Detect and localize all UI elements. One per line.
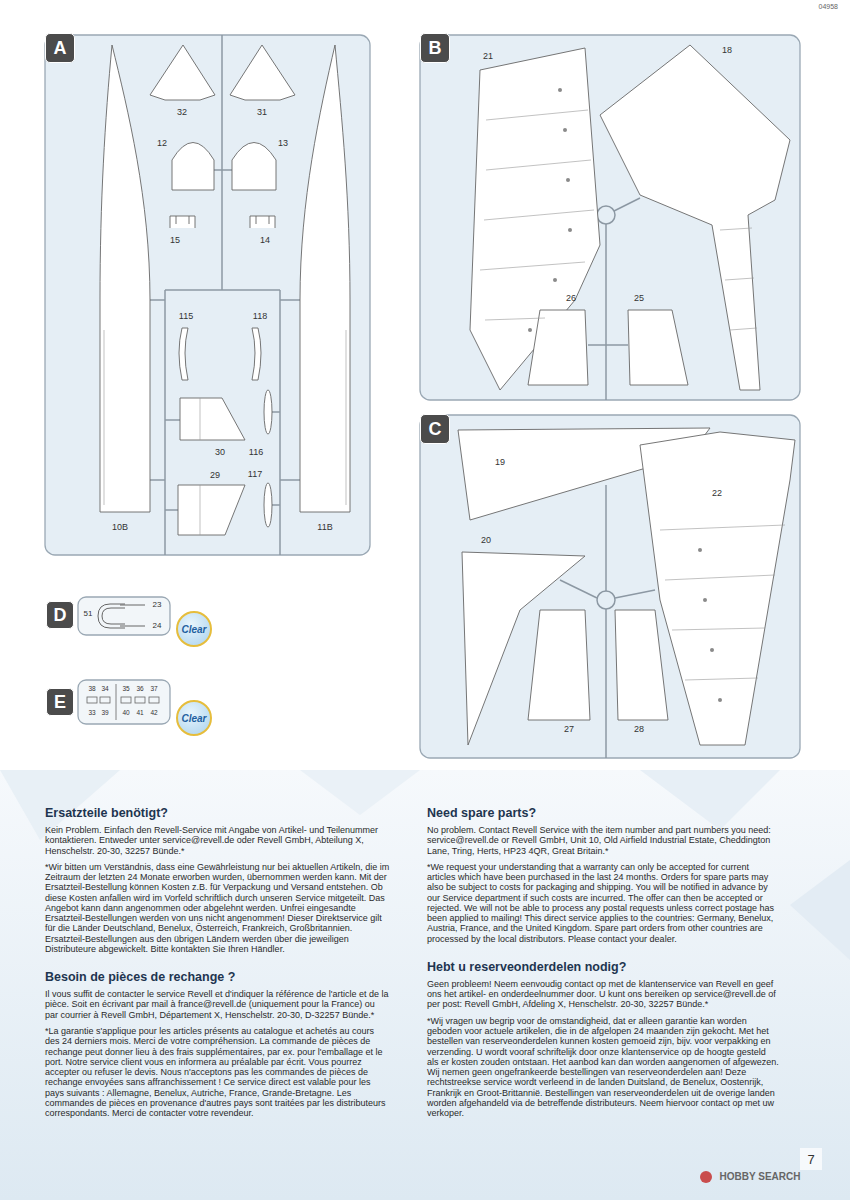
part-number: 34 — [101, 686, 108, 693]
clear-parts-badge: Clear — [176, 700, 212, 736]
part-number: 41 — [136, 710, 143, 717]
part-number: 18 — [722, 46, 732, 55]
body-text: Geen probleem! Neem eenvoudig contact op… — [427, 979, 779, 1010]
sprue-letter: E — [54, 692, 66, 713]
footnote-text: *Wir bitten um Verständnis, dass eine Ge… — [45, 862, 390, 954]
sprue-letter: A — [54, 38, 67, 59]
part-number: 31 — [257, 108, 267, 117]
sprue-letter-badge: B — [420, 33, 450, 63]
page-number: 7 — [807, 1153, 814, 1166]
section-heading: Besoin de pièces de rechange ? — [45, 970, 390, 985]
sprue-letter-badge: C — [420, 414, 450, 444]
part-number: 11B — [317, 523, 332, 532]
clear-parts-badge: Clear — [176, 611, 212, 647]
footnote-text: *La garantie s'applique pour les article… — [45, 1026, 390, 1118]
sprue-letter: C — [429, 419, 442, 440]
part-number: 20 — [481, 536, 491, 545]
part-number: 32 — [177, 108, 187, 117]
part-number: 21 — [483, 52, 493, 61]
part-number: 28 — [634, 725, 644, 734]
part-number: 37 — [150, 686, 157, 693]
part-number: 13 — [278, 139, 288, 148]
watermark: HOBBY SEARCH — [720, 1172, 801, 1182]
part-number: 10B — [112, 523, 128, 532]
part-number: 116 — [249, 448, 263, 457]
body-text: Kein Problem. Einfach den Revell-Service… — [45, 825, 390, 856]
body-text: No problem. Contact Revell Service with … — [427, 825, 779, 856]
part-number: 19 — [495, 458, 505, 467]
sprue-letter-badge: D — [46, 601, 74, 629]
sprue-letter: D — [54, 605, 67, 626]
sprue-letter-badge: A — [45, 33, 75, 63]
part-number: 51 — [84, 610, 93, 618]
part-number: 14 — [260, 236, 270, 245]
section-heading: Hebt u reserveonderdelen nodig? — [427, 960, 779, 975]
part-number: 25 — [634, 294, 644, 303]
part-number: 42 — [150, 710, 157, 717]
body-text: Il vous suffit de contacter le service R… — [45, 989, 390, 1020]
page-code: 04958 — [819, 3, 838, 10]
part-number: 40 — [122, 710, 129, 717]
part-number: 39 — [101, 710, 108, 717]
part-number: 118 — [253, 312, 267, 321]
part-number: 117 — [248, 470, 262, 479]
part-number: 15 — [170, 236, 180, 245]
clear-label: Clear — [181, 624, 206, 635]
part-number: 30 — [215, 448, 225, 457]
part-number: 115 — [179, 312, 193, 321]
part-number: 29 — [210, 471, 220, 480]
part-number: 23 — [153, 601, 162, 609]
section-heading: Need spare parts? — [427, 806, 779, 821]
part-number: 26 — [566, 294, 576, 303]
part-number: 12 — [157, 139, 167, 148]
footnote-text: *We request your understanding that a wa… — [427, 862, 779, 944]
part-number: 27 — [564, 725, 574, 734]
part-number: 35 — [122, 686, 129, 693]
sprue-letter-badge: E — [46, 688, 74, 716]
footnote-text: *Wij vragen uw begrip voor de omstandigh… — [427, 1016, 779, 1119]
sprue-letter: B — [429, 38, 442, 59]
part-number: 24 — [153, 622, 162, 630]
clear-label: Clear — [181, 713, 206, 724]
part-number: 38 — [88, 686, 95, 693]
part-number: 33 — [88, 710, 95, 717]
part-number: 22 — [712, 489, 722, 498]
section-heading: Ersatzteile benötigt? — [45, 806, 390, 821]
part-number: 36 — [136, 686, 143, 693]
